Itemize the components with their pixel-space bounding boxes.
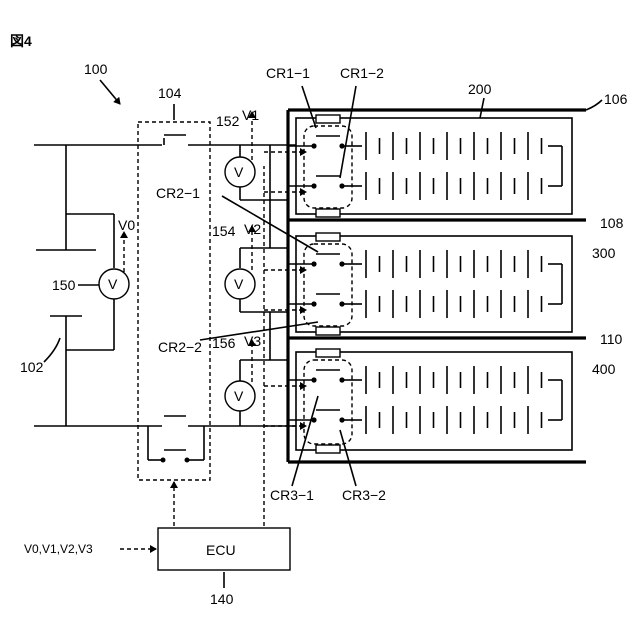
cr1-2-leader (340, 86, 356, 178)
fuse (316, 349, 340, 357)
meter-v0-ref-label: 150 (52, 277, 76, 293)
meter-v0-value-label: V0 (118, 217, 135, 233)
relay-contacts (264, 115, 352, 453)
rail-108-label: 108 (600, 215, 624, 231)
relay-terminal (311, 301, 316, 306)
rail-106-leader (586, 100, 602, 110)
meter-v2-symbol: V (234, 276, 244, 292)
pack-200-leader (480, 98, 484, 118)
meter-v1-value-label: V1 (242, 107, 259, 123)
relay-group-cr2 (304, 244, 352, 326)
fuse (316, 327, 340, 335)
pack-200-label: 200 (468, 81, 492, 97)
meter-v1-symbol: V (234, 164, 244, 180)
fuse (316, 209, 340, 217)
ecu-ref-label: 140 (210, 591, 234, 607)
pack-400-label: 400 (592, 361, 616, 377)
rail-106-label: 106 (604, 91, 628, 107)
pack-300 (296, 236, 572, 332)
cr1-1-label: CR1−1 (266, 65, 310, 81)
relay-terminal (311, 143, 316, 148)
cr1-2-label: CR1−2 (340, 65, 384, 81)
main-contactor-negative (148, 416, 204, 463)
fuse (316, 233, 340, 241)
pack-400 (296, 352, 572, 450)
relay-group-cr3 (304, 360, 352, 444)
meter-v2-value-label: V2 (244, 221, 261, 237)
system-ref-leader (100, 80, 120, 104)
ecu-inputs-label: V0,V1,V2,V3 (24, 542, 93, 556)
relay-group-cr1 (304, 126, 352, 208)
meter-v2-ref-label: 154 (212, 223, 236, 239)
meter-v1-ref-label: 152 (216, 113, 240, 129)
meter-v3-value-label: V3 (244, 333, 261, 349)
main-contactor-positive (162, 135, 188, 145)
meter-v3-symbol: V (234, 388, 244, 404)
cr3-2-label: CR3−2 (342, 487, 386, 503)
battery-ref-label: 102 (20, 359, 44, 375)
cr2-2-label: CR2−2 (158, 339, 202, 355)
switch-unit-ref-label: 104 (158, 85, 182, 101)
relay-terminal (311, 261, 316, 266)
fuse (316, 115, 340, 123)
relay-terminal (311, 183, 316, 188)
rail-110-label: 110 (600, 331, 623, 347)
pack-200 (296, 118, 572, 214)
voltmeter-v3 (225, 340, 270, 426)
fuse (316, 445, 340, 453)
cell-strings (352, 132, 562, 434)
meter-v0-symbol: V (108, 276, 118, 292)
ecu-label: ECU (206, 542, 236, 558)
cr1-1-leader (302, 86, 316, 128)
relay-terminal (311, 377, 316, 382)
cr3-2-leader (340, 430, 356, 486)
cr3-1-label: CR3−1 (270, 487, 314, 503)
cr2-1-label: CR2−1 (156, 185, 200, 201)
system-ref-label: 100 (84, 61, 108, 77)
pack-300-label: 300 (592, 245, 616, 261)
battery-ref-leader (44, 338, 60, 362)
figure-label: 図4 (10, 33, 32, 49)
voltmeter-v0 (66, 214, 129, 350)
